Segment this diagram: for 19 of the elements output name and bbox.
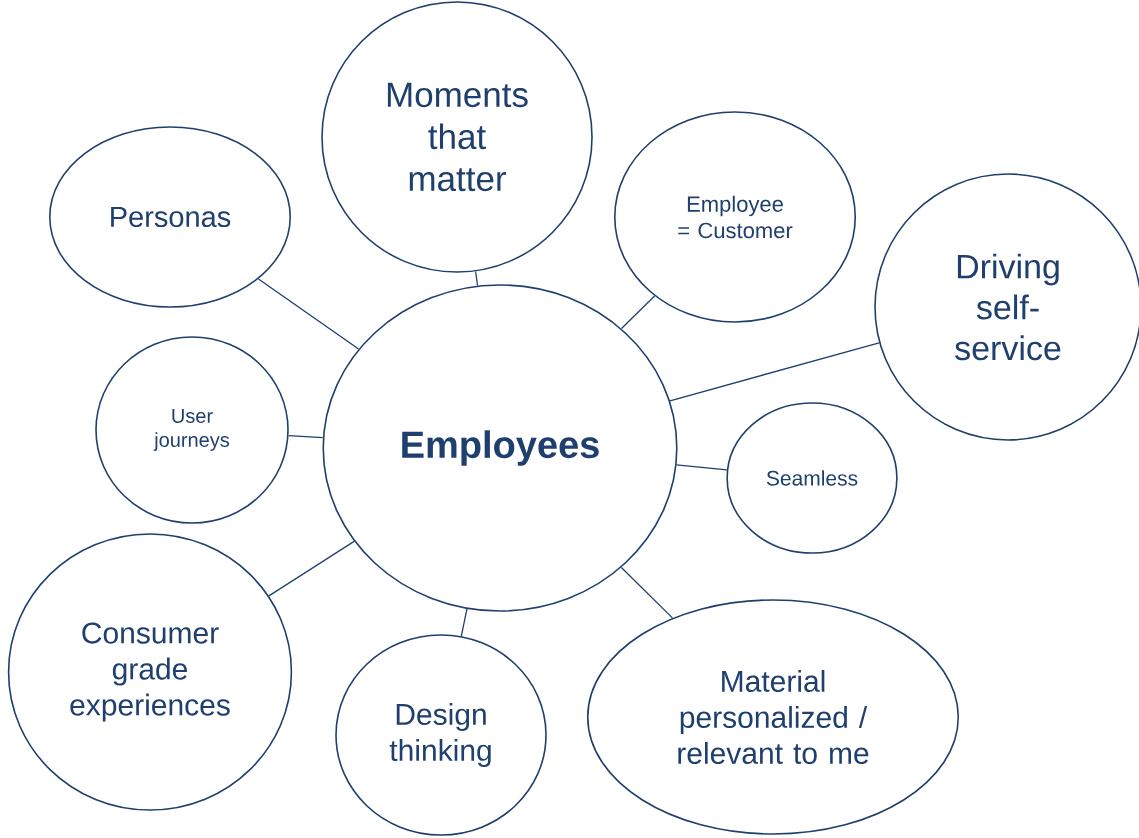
bubble: Material personalized / relevant to me	[586, 599, 960, 835]
connector-line	[676, 464, 728, 471]
bubble: Design thinking	[335, 634, 547, 836]
bubble: Employees	[322, 284, 678, 612]
bubble: Consumer grade experiences	[7, 533, 293, 811]
bubble: Personas	[49, 126, 292, 308]
bubble: Moments that matter	[321, 1, 593, 273]
bubble: Seamless	[726, 402, 898, 554]
bubble: Driving self-service	[874, 173, 1139, 441]
bubble: Employee = Customer	[614, 111, 856, 323]
connector-line	[268, 540, 355, 597]
connector-line	[620, 295, 656, 330]
connector-line	[257, 278, 360, 350]
connector-line	[620, 566, 674, 619]
connector-line	[460, 608, 468, 637]
connector-line	[474, 270, 479, 287]
connector-line	[287, 435, 324, 439]
connector-line	[669, 342, 880, 402]
bubble: User journeys	[95, 336, 289, 524]
